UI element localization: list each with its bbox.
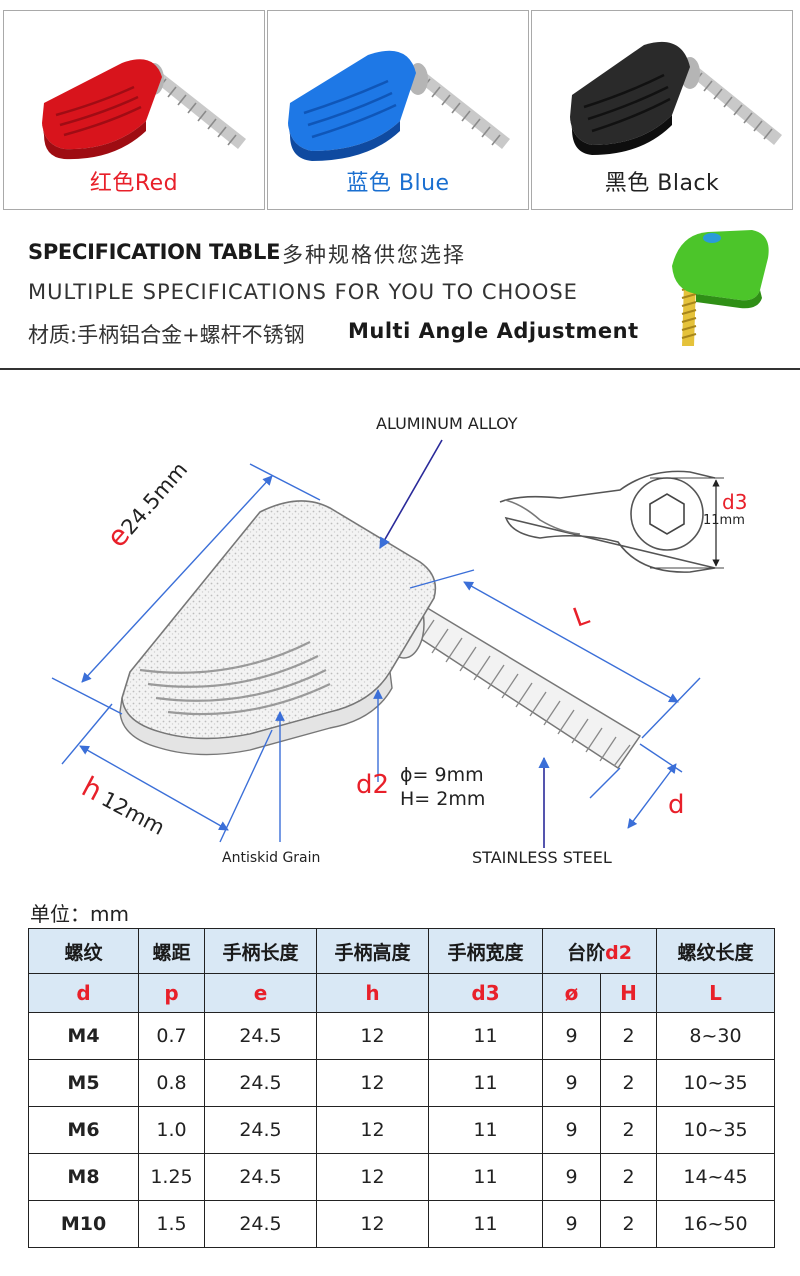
color-variants: 红色Red 蓝色 Blue — [0, 8, 800, 214]
cell-h: 12 — [316, 1106, 429, 1154]
sym-e: e — [204, 973, 317, 1013]
sym-d: d — [28, 973, 139, 1013]
d3-dimension: d3 — [722, 490, 748, 514]
cell-H: 2 — [600, 1153, 657, 1201]
cell-d3: 11 — [428, 1106, 543, 1154]
cell-h: 12 — [316, 1200, 429, 1248]
table-row: M6 1.0 24.5 12 11 9 2 10~35 — [28, 1106, 775, 1154]
cell-H: 2 — [600, 1106, 657, 1154]
cell-e: 24.5 — [204, 1106, 317, 1154]
variant-card-black[interactable]: 黑色 Black — [531, 10, 793, 210]
stainless-steel-label: STAINLESS STEEL — [472, 848, 612, 867]
H-spec: H= 2mm — [400, 788, 486, 810]
table-row: M5 0.8 24.5 12 11 9 2 10~35 — [28, 1059, 775, 1107]
cell-thread: M4 — [28, 1012, 139, 1060]
cell-d3: 11 — [428, 1059, 543, 1107]
variant-label-red: 红色Red — [89, 171, 179, 196]
green-screw-icon — [672, 230, 769, 346]
cell-L: 14~45 — [656, 1153, 775, 1201]
cell-thread: M8 — [28, 1153, 139, 1201]
unit-label: 单位：mm — [30, 902, 129, 926]
cell-phi: 9 — [542, 1106, 601, 1154]
cell-phi: 9 — [542, 1012, 601, 1060]
sym-H: H — [600, 973, 657, 1013]
phi-spec: ϕ= 9mm — [400, 764, 484, 786]
blue-screw-image — [288, 50, 510, 161]
antiskid-label: Antiskid Grain — [222, 850, 321, 866]
cell-d3: 11 — [428, 1200, 543, 1248]
header-handle-length: 手柄长度 — [204, 928, 317, 974]
aluminum-handle — [119, 500, 437, 756]
cell-pitch: 0.7 — [138, 1012, 205, 1060]
aluminum-alloy-label: ALUMINUM ALLOY — [376, 414, 518, 433]
d2-dimension: d2 — [356, 770, 390, 800]
cell-h: 12 — [316, 1153, 429, 1201]
cell-phi: 9 — [542, 1153, 601, 1201]
section-divider — [0, 368, 800, 370]
spec-subtitle: MULTIPLE SPECIFICATIONS FOR YOU TO CHOOS… — [28, 280, 578, 304]
header-thread-length: 螺纹长度 — [656, 928, 775, 974]
multi-angle-text: Multi Angle Adjustment — [348, 319, 639, 343]
cell-d3: 11 — [428, 1012, 543, 1060]
cell-H: 2 — [600, 1012, 657, 1060]
header-step: 台阶d2 — [542, 928, 657, 974]
sym-L: L — [656, 973, 775, 1013]
cell-h: 12 — [316, 1059, 429, 1107]
variant-card-blue[interactable]: 蓝色 Blue — [267, 10, 529, 210]
cell-e: 24.5 — [204, 1153, 317, 1201]
cell-d3: 11 — [428, 1153, 543, 1201]
table-row: M4 0.7 24.5 12 11 9 2 8~30 — [28, 1012, 775, 1060]
cell-h: 12 — [316, 1012, 429, 1060]
header-thread: 螺纹 — [28, 928, 139, 974]
cell-thread: M10 — [28, 1200, 139, 1248]
black-screw-image — [570, 41, 782, 155]
d3-value: 11mm — [703, 513, 745, 528]
cell-thread: M6 — [28, 1106, 139, 1154]
cell-phi: 9 — [542, 1059, 601, 1107]
spec-title: SPECIFICATION TABLE — [28, 240, 281, 264]
cell-pitch: 1.0 — [138, 1106, 205, 1154]
cell-phi: 9 — [542, 1200, 601, 1248]
table-row: M8 1.25 24.5 12 11 9 2 14~45 — [28, 1153, 775, 1201]
cell-e: 24.5 — [204, 1012, 317, 1060]
cell-L: 16~50 — [656, 1200, 775, 1248]
dimension-diagram: ALUMINUM ALLOY STAINLESS STEEL Antiskid … — [0, 372, 800, 892]
d-dimension: d — [668, 790, 685, 820]
variant-card-red[interactable]: 红色Red — [3, 10, 265, 210]
spec-title-cn: 多种规格供您选择 — [282, 243, 466, 267]
header-handle-width: 手柄宽度 — [428, 928, 543, 974]
sym-p: p — [138, 973, 205, 1013]
header-row-cn: 螺纹 螺距 手柄长度 手柄高度 手柄宽度 台阶d2 螺纹长度 — [28, 928, 775, 974]
cell-pitch: 1.5 — [138, 1200, 205, 1248]
table-row: M10 1.5 24.5 12 11 9 2 16~50 — [28, 1200, 775, 1248]
spec-table: 螺纹 螺距 手柄长度 手柄高度 手柄宽度 台阶d2 螺纹长度 d p e h d… — [28, 928, 775, 1248]
cell-pitch: 0.8 — [138, 1059, 205, 1107]
cell-pitch: 1.25 — [138, 1153, 205, 1201]
side-profile — [499, 470, 724, 573]
header-handle-height: 手柄高度 — [316, 928, 429, 974]
cell-e: 24.5 — [204, 1200, 317, 1248]
sym-d3: d3 — [428, 973, 543, 1013]
variant-label-black: 黑色 Black — [604, 171, 720, 196]
material-text: 材质:手柄铝合金+螺杆不锈钢 — [28, 323, 305, 347]
spec-header: SPECIFICATION TABLE 多种规格供您选择 MULTIPLE SP… — [0, 222, 800, 372]
red-screw-image — [42, 59, 246, 160]
cell-H: 2 — [600, 1200, 657, 1248]
cell-thread: M5 — [28, 1059, 139, 1107]
cell-L: 8~30 — [656, 1012, 775, 1060]
variant-label-blue: 蓝色 Blue — [346, 171, 450, 196]
screw-drawing — [51, 439, 724, 848]
cell-H: 2 — [600, 1059, 657, 1107]
header-row-symbols: d p e h d3 ø H L — [28, 973, 775, 1013]
cell-L: 10~35 — [656, 1106, 775, 1154]
cell-L: 10~35 — [656, 1059, 775, 1107]
sym-h: h — [316, 973, 429, 1013]
cell-e: 24.5 — [204, 1059, 317, 1107]
header-pitch: 螺距 — [138, 928, 205, 974]
sym-phi: ø — [542, 973, 601, 1013]
